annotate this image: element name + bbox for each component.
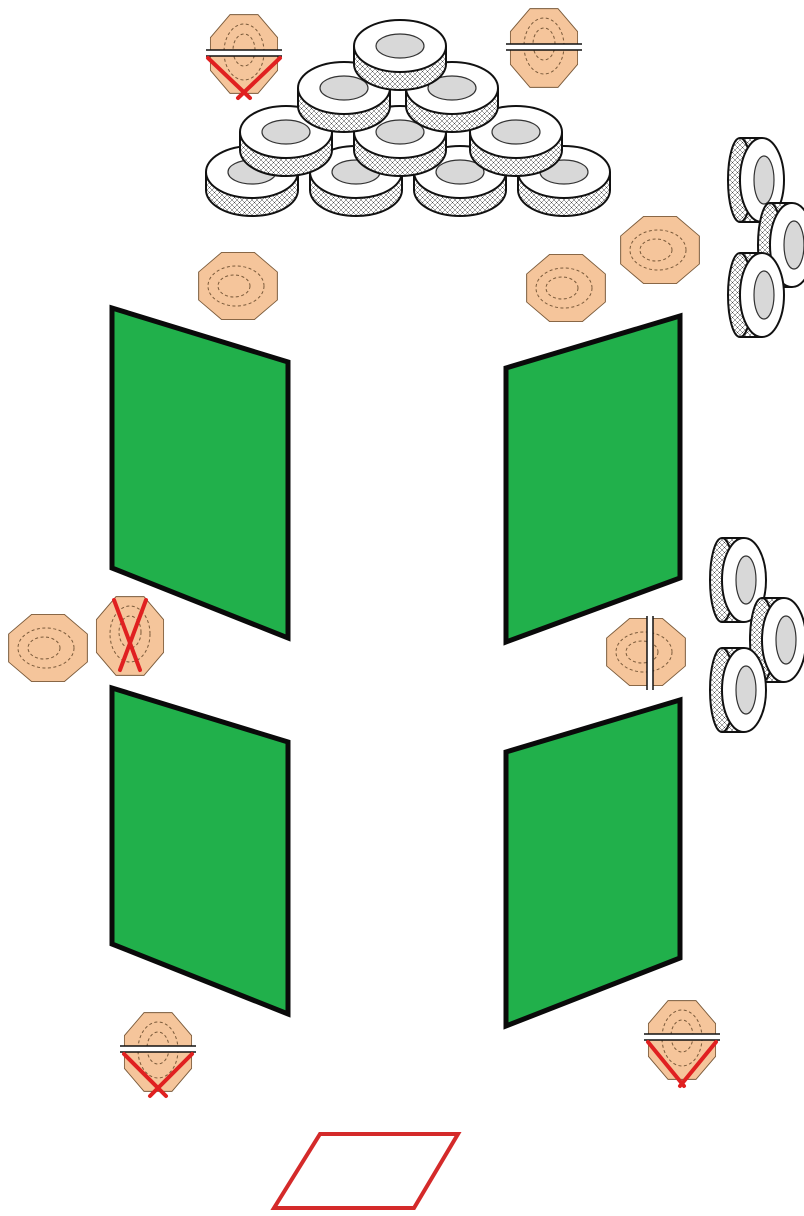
- split-sandbag-icon: [642, 1001, 722, 1086]
- tire-icon: [354, 20, 446, 90]
- octagon-sandbag-icon: [96, 597, 163, 676]
- tire-icon: [728, 253, 784, 337]
- wall-lower-left: [112, 688, 288, 1014]
- tire-column-upper-right: [728, 138, 804, 337]
- split-sandbag-icon: [204, 15, 284, 98]
- start-box: [274, 1134, 458, 1208]
- split-sandbag-icon: [607, 616, 686, 690]
- octagon-sandbag-icon: [9, 614, 88, 681]
- wall-upper-right: [506, 316, 680, 642]
- tire-column-lower-right: [710, 538, 804, 732]
- split-sandbag-icon: [118, 1013, 198, 1096]
- wall-upper-left: [112, 308, 288, 638]
- octagon-sandbag-icon: [527, 254, 606, 321]
- octagon-sandbag-icon: [621, 216, 700, 283]
- split-sandbag-icon: [504, 9, 584, 88]
- wall-lower-right: [506, 700, 680, 1026]
- walls: [112, 308, 680, 1026]
- octagon-sandbag-icon: [199, 252, 278, 319]
- tire-icon: [710, 648, 766, 732]
